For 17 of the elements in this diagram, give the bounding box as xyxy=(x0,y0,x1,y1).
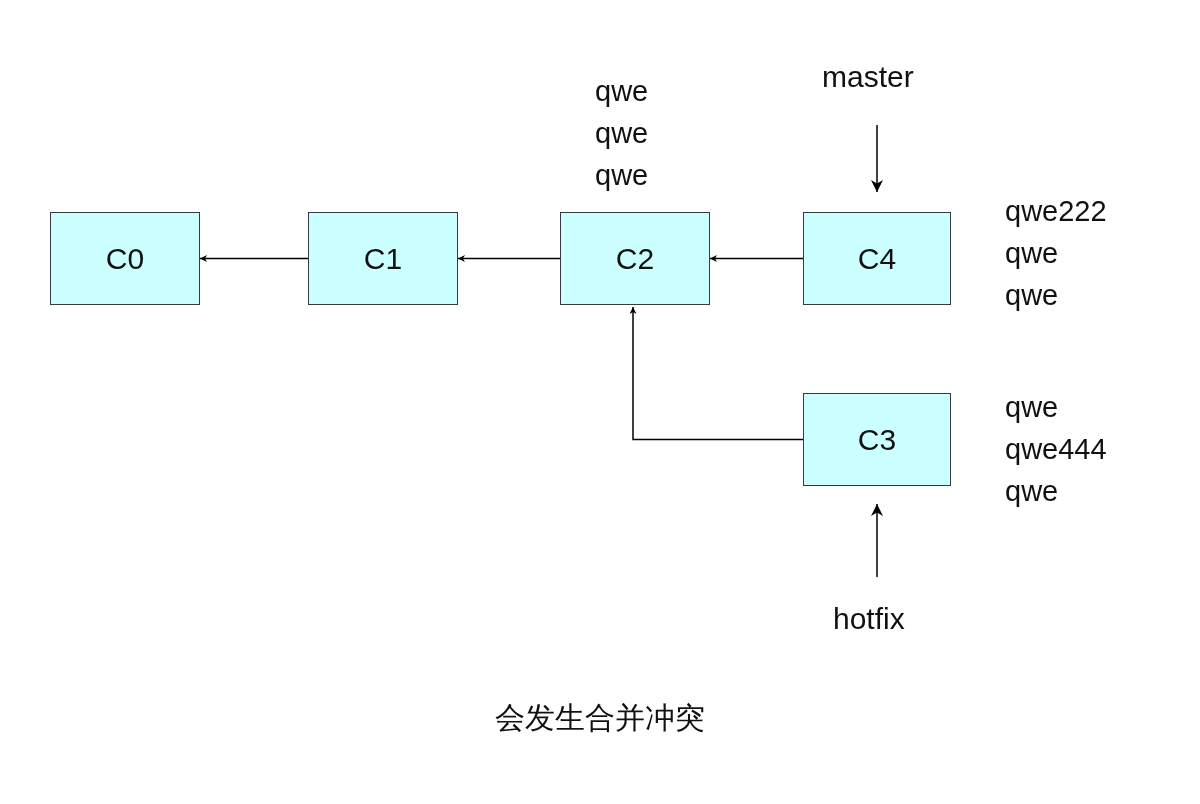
caption: 会发生合并冲突 xyxy=(495,699,705,737)
arrow xyxy=(871,124,883,193)
file-content-text: qwe qwe qwe xyxy=(595,74,649,193)
arrow xyxy=(871,503,883,578)
commit-box: C0 xyxy=(50,212,200,305)
branch-label: hotfix xyxy=(833,602,905,636)
commit-box: C2 xyxy=(560,212,710,305)
arrow xyxy=(457,255,561,262)
arrow xyxy=(629,306,804,441)
commit-box: C1 xyxy=(308,212,458,305)
arrow xyxy=(199,255,309,262)
branch-label: master xyxy=(822,60,914,94)
arrow xyxy=(709,255,804,262)
commit-box: C4 xyxy=(803,212,951,305)
file-content-text: qwe222 qwe qwe xyxy=(1005,194,1107,313)
commit-box: C3 xyxy=(803,393,951,486)
file-content-text: qwe qwe444 qwe xyxy=(1005,390,1107,509)
